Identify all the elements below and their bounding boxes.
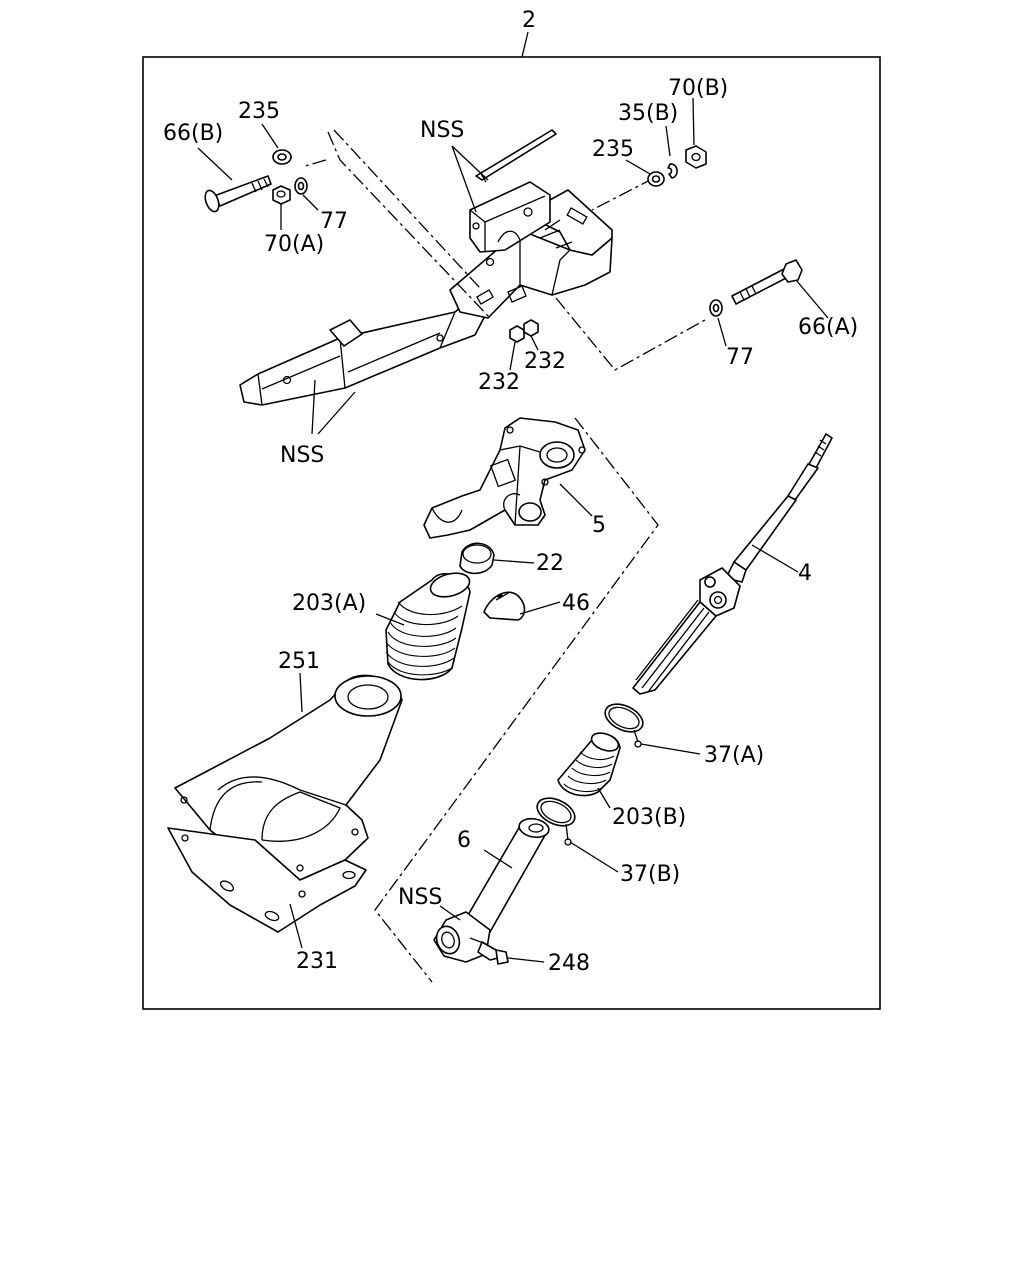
mounting-centerline-lower	[374, 417, 659, 983]
clamp-37a	[604, 703, 644, 748]
bushing-22	[459, 542, 495, 575]
column-housing	[423, 417, 586, 539]
callout-46: 46	[562, 591, 590, 616]
boot-203a	[385, 572, 471, 681]
callout-77-right: 77	[726, 345, 754, 370]
support-bracket	[239, 129, 613, 406]
callout-37b: 37(B)	[620, 862, 680, 887]
boot-251	[174, 674, 403, 881]
leader-lines	[197, 97, 829, 963]
steering-shaft-4	[632, 433, 833, 695]
assembly-frame	[142, 56, 881, 1010]
callout-203a: 203(A)	[292, 591, 366, 616]
callout-232-a: 232	[478, 370, 520, 395]
callout-251: 251	[278, 649, 320, 674]
callout-nss-top: NSS	[420, 118, 464, 143]
callout-66b: 66(B)	[163, 121, 223, 146]
callout-235-left: 235	[238, 99, 280, 124]
callout-22: 22	[536, 551, 564, 576]
boot-203b	[557, 732, 621, 797]
bolt-248	[477, 941, 509, 965]
callout-235-right: 235	[592, 137, 634, 162]
callout-70a: 70(A)	[264, 232, 324, 257]
washer-77-right	[709, 299, 723, 317]
callout-5: 5	[592, 513, 606, 538]
mounting-centerline-right	[555, 177, 706, 371]
callout-35b: 35(B)	[618, 101, 678, 126]
washer-235-right	[647, 171, 665, 187]
nut-70a	[272, 185, 291, 205]
callout-6: 6	[457, 828, 471, 853]
callout-nss-lower: NSS	[398, 885, 442, 910]
callout-70b: 70(B)	[668, 76, 728, 101]
clip-46	[483, 591, 526, 621]
callout-248: 248	[548, 951, 590, 976]
callout-77-left: 77	[320, 209, 348, 234]
nut-70b	[685, 145, 707, 169]
intermediate-shaft-6	[433, 817, 550, 963]
washer-235-left	[272, 149, 292, 165]
bolt-66a	[731, 259, 803, 305]
nuts-232	[509, 319, 539, 343]
callout-66a: 66(A)	[798, 315, 858, 340]
callout-203b: 203(B)	[612, 805, 686, 830]
callout-37a: 37(A)	[704, 743, 764, 768]
callout-nss-bracket: NSS	[280, 443, 324, 468]
bolt-66b	[204, 175, 272, 213]
mounting-centerline-left	[304, 129, 491, 319]
callout-232-b: 232	[524, 349, 566, 374]
washer-77-left	[294, 177, 308, 195]
assembly-leader	[521, 31, 529, 58]
callout-assembly-2: 2	[522, 8, 536, 33]
lock-washer-35b	[667, 163, 678, 179]
base-plate-231	[167, 827, 367, 933]
callout-231: 231	[296, 949, 338, 974]
callout-4: 4	[798, 561, 812, 586]
